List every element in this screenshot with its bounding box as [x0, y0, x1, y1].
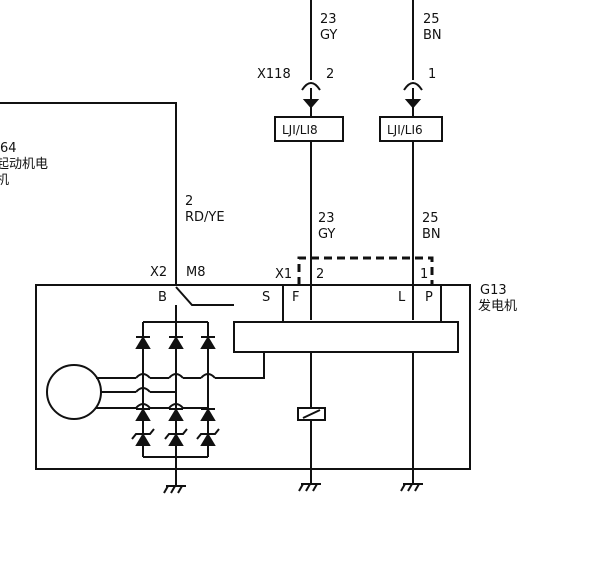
wire-color-bn-mid: BN	[422, 227, 441, 242]
connector-x1-label: X1	[275, 267, 292, 282]
fuse-box-right	[379, 116, 443, 142]
component-left-line3: 机	[0, 173, 9, 188]
connector-x1-frame	[297, 256, 434, 285]
fuse-label-left: LJI/LI8	[282, 123, 318, 137]
wire-color-gy-mid: GY	[318, 227, 335, 242]
zener-diode-lower-icon	[131, 428, 220, 446]
connector-x118-pin2-icon	[301, 82, 321, 109]
terminal-b: B	[158, 290, 167, 305]
fuse-label-right: LJI/LI6	[387, 123, 423, 137]
diode-upper-icon	[135, 336, 216, 349]
connector-x118-pin-left: 2	[326, 67, 334, 82]
generator-id: G13	[480, 283, 507, 298]
generator-housing	[35, 284, 471, 470]
ground-icon	[400, 483, 423, 492]
wire-number-bn-top: 25	[423, 12, 440, 27]
component-left-line2: 起动机电	[0, 157, 48, 172]
connector-x118-label: X118	[257, 67, 291, 82]
wire-number-bn-mid: 25	[422, 211, 439, 226]
connector-x1-pin-right: 1	[420, 267, 428, 282]
connector-x2-label: X2	[150, 265, 167, 280]
ground-icon	[298, 483, 321, 492]
wire-number-gy-top: 23	[320, 12, 337, 27]
connector-m8-label: M8	[186, 265, 206, 280]
terminal-p: P	[425, 290, 433, 305]
diode-middle-icon	[135, 408, 216, 421]
regulator-block	[233, 321, 459, 353]
connector-x118-pin-right: 1	[428, 67, 436, 82]
wire-rd-ye	[0, 102, 177, 285]
wire-color-gy-top: GY	[320, 28, 337, 43]
terminal-f: F	[292, 290, 299, 305]
connector-x1-pin-left: 2	[316, 267, 324, 282]
stator-winding-icon	[46, 364, 102, 420]
wire-color-bn-top: BN	[423, 28, 442, 43]
wire-number-rd-ye: 2	[185, 194, 193, 209]
component-left-line1: 64	[0, 141, 17, 156]
wire-color-rd-ye: RD/YE	[185, 210, 225, 225]
connector-x118-pin1-icon	[403, 82, 423, 109]
generator-name: 发电机	[478, 298, 517, 314]
wire-number-gy-mid: 23	[318, 211, 335, 226]
terminal-l: L	[398, 290, 406, 305]
fuse-box-left	[274, 116, 344, 142]
terminal-s: S	[262, 290, 270, 305]
ground-icon	[163, 482, 186, 494]
